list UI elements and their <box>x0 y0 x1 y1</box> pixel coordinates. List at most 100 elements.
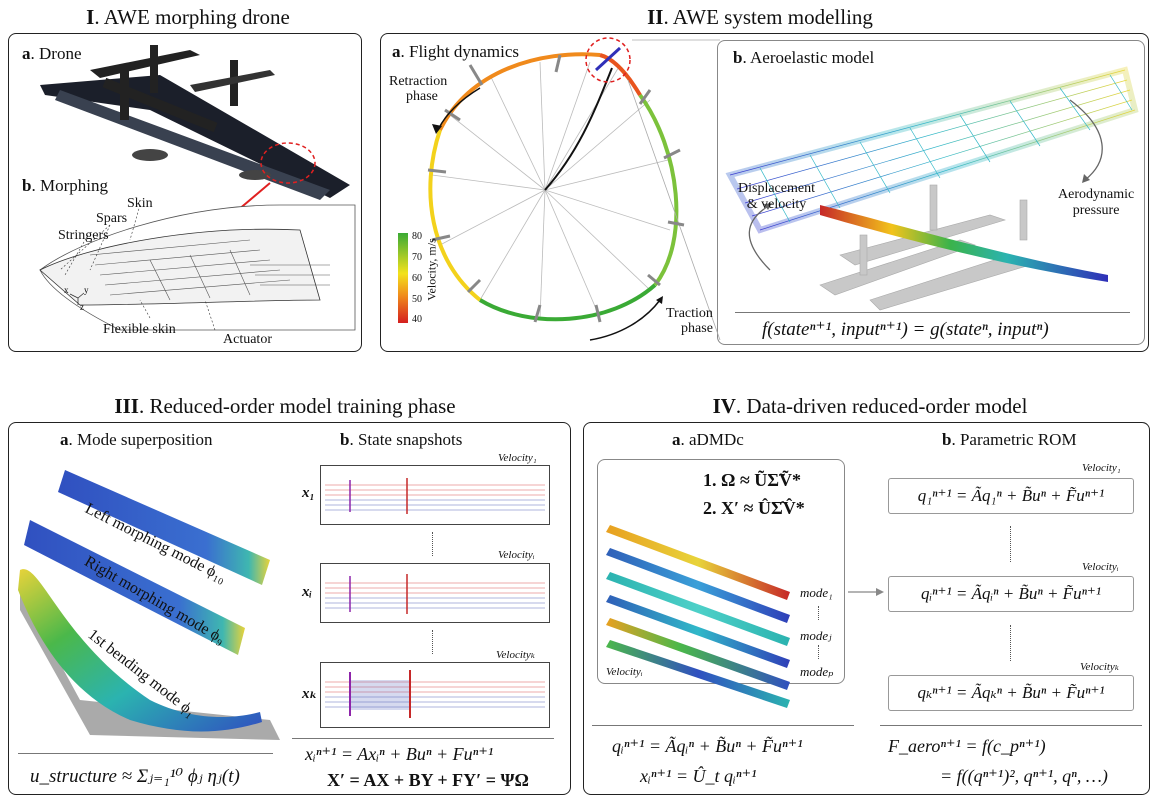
tether-lines <box>431 61 671 319</box>
admdc-label: a. aDMDc <box>672 430 744 450</box>
dmd-mode <box>606 525 790 600</box>
colorbar-tick: 80 <box>412 231 422 242</box>
highlight-circle <box>260 142 316 184</box>
label-letter: b <box>942 430 952 449</box>
bending-mode <box>18 569 262 732</box>
rom-velocity-i: Velocityᵢ <box>1082 561 1119 573</box>
label-letter: a <box>392 42 401 61</box>
label-letter: b <box>22 176 32 195</box>
dmd-mode <box>606 572 790 646</box>
snapshot-matrix-equation: X′ = AX + BY + FY′ = ΨΩ <box>327 770 529 790</box>
right-morphing-mode <box>24 520 245 655</box>
state-equation: f(stateⁿ⁺¹, inputⁿ⁺¹) = g(stateⁿ, inputⁿ… <box>762 319 1049 340</box>
dmd-mode <box>606 640 790 708</box>
velocity-colorbar <box>398 233 408 323</box>
aeroelastic-mesh <box>729 69 1136 231</box>
section-title-text: . Data-driven reduced-order model <box>735 394 1028 418</box>
vertical-dots <box>1010 526 1011 562</box>
label-text: . Drone <box>30 44 82 63</box>
svd-omega: 1. Ω ≈ ŨΣ̃Ṽ* <box>703 470 802 490</box>
snapshot-x-k: xₖ <box>302 686 318 702</box>
snapshot-plot-k <box>320 662 550 728</box>
vertical-dots <box>818 606 819 620</box>
admdc-velocity-label: Velocityᵢ <box>606 666 643 678</box>
snapshot-x-i: xᵢ <box>302 584 313 600</box>
snapshot-x-1: x₁ <box>302 485 315 501</box>
section-title-text: . AWE morphing drone <box>94 5 290 29</box>
axis-z: z <box>80 302 84 312</box>
axis-x: x <box>64 285 69 295</box>
section-number: IV <box>712 394 736 418</box>
vertical-dots <box>432 630 433 654</box>
section-number: II <box>647 5 664 29</box>
section-title-3: III. Reduced-order model training phase <box>60 394 510 419</box>
rom-velocity-k: Velocityₖ <box>1080 661 1119 673</box>
snapshot-signal-k <box>325 670 545 718</box>
displacement-label: Displacement& velocity <box>738 181 815 213</box>
mode-label-j: modeⱼ <box>800 628 832 643</box>
drone-wing <box>40 75 350 198</box>
traction-line-1: Traction <box>666 306 713 321</box>
part-spars: Spars <box>96 211 128 226</box>
morphing-label: b. Morphing <box>22 176 108 196</box>
section-number: I <box>86 5 95 29</box>
traction-line-2: phase <box>681 321 713 336</box>
drone-label: a. Drone <box>22 44 81 64</box>
aeroelastic-label: b. Aeroelastic model <box>733 48 874 68</box>
aero-force-equation-2: = f((qⁿ⁺¹)², qⁿ⁺¹, qⁿ, …) <box>940 766 1108 786</box>
colorbar-tick: 40 <box>412 314 422 325</box>
section-title-4: IV. Data-driven reduced-order model <box>660 394 1080 419</box>
label-text: . Aeroelastic model <box>742 48 875 67</box>
label-text: . Morphing <box>31 176 108 195</box>
state-update-equation: xᵢⁿ⁺¹ = Axᵢⁿ + Buⁿ + Fuⁿ⁺¹ <box>305 744 494 764</box>
displacement-line-2: & velocity <box>746 197 807 212</box>
colorbar-tick: 70 <box>412 252 422 263</box>
rom-equation-k: qₖⁿ⁺¹ = Ãqₖⁿ + B̃uⁿ + F̃uⁿ⁺¹ <box>888 675 1134 711</box>
section-title-2: II. AWE system modelling <box>600 5 920 30</box>
vertical-dots <box>1010 625 1011 661</box>
label-text: . Mode superposition <box>68 430 213 449</box>
label-letter: a <box>60 430 69 449</box>
snapshot-signal-i <box>325 574 545 614</box>
divider <box>592 725 854 726</box>
section-title-1: I. AWE morphing drone <box>38 5 338 30</box>
part-actuator: Actuator <box>223 332 272 347</box>
reconstruction-equation: xᵢⁿ⁺¹ = Û_t qᵢⁿ⁺¹ <box>640 766 757 786</box>
label-text: . Flight dynamics <box>400 42 520 61</box>
label-text: . State snapshots <box>349 430 463 449</box>
section-number: III <box>114 394 139 418</box>
rom-update-equation: qᵢⁿ⁺¹ = Ãqᵢⁿ + B̃uⁿ + F̃uⁿ⁺¹ <box>612 736 803 756</box>
dmd-mode <box>606 548 790 623</box>
dmd-mode <box>606 595 790 668</box>
label-letter: b <box>340 430 350 449</box>
colorbar-tick: 50 <box>412 294 422 305</box>
label-letter: a <box>22 44 31 63</box>
snapshot-velocity-1: Velocity₁ <box>498 452 537 464</box>
part-stringers: Stringers <box>58 228 109 243</box>
undeformed-wing <box>20 590 280 740</box>
mode-superposition-label: a. Mode superposition <box>60 430 213 450</box>
retraction-line-2: phase <box>406 89 438 104</box>
vertical-dots <box>818 645 819 659</box>
part-flexible-skin: Flexible skin <box>103 322 176 337</box>
divider <box>18 753 273 754</box>
part-skin: Skin <box>127 196 153 211</box>
drone-boom <box>102 77 218 133</box>
deformed-wing <box>820 205 1108 282</box>
aero-pressure-line-2: pressure <box>1072 203 1120 218</box>
colorbar-tick: 60 <box>412 273 422 284</box>
rom-equation-1: q₁ⁿ⁺¹ = Ãq₁ⁿ + B̃uⁿ + F̃uⁿ⁺¹ <box>888 478 1134 514</box>
mode-label-p: modeₚ <box>800 664 834 679</box>
rom-velocity-1: Velocity₁ <box>1082 462 1121 474</box>
label-letter: b <box>733 48 743 67</box>
aero-force-equation-1: F_aeroⁿ⁺¹ = f(c_pⁿ⁺¹) <box>888 736 1046 756</box>
divider <box>880 725 1142 726</box>
left-morphing-mode <box>58 470 270 585</box>
